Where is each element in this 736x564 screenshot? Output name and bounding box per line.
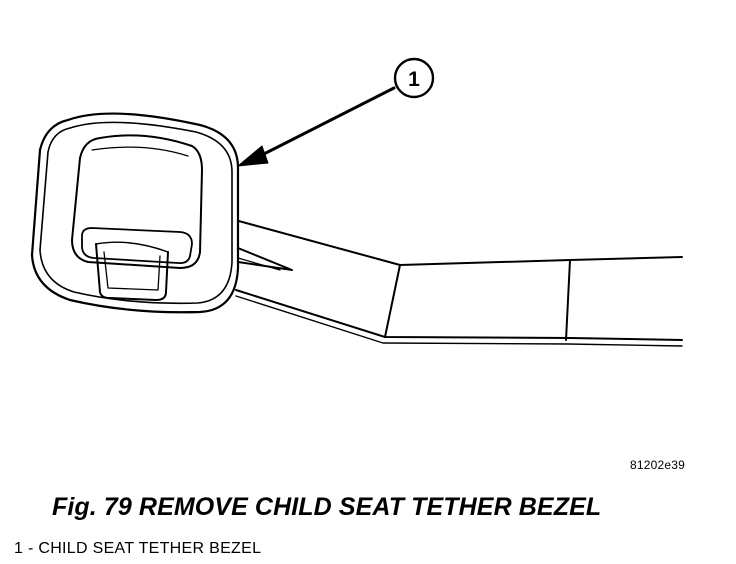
legend-separator: - [27, 540, 34, 557]
callout-number: 1 [408, 68, 420, 91]
legend-label: CHILD SEAT TETHER BEZEL [38, 540, 262, 557]
callout-marker [393, 57, 435, 99]
child-seat-tether-bezel [30, 112, 240, 314]
legend-number: 1 [14, 540, 24, 557]
tether-strap [234, 219, 683, 347]
figure-code: 81202e39 [630, 458, 685, 472]
figure-title: Fig. 79 REMOVE CHILD SEAT TETHER BEZEL [52, 493, 602, 521]
callout-leader-arrow [237, 86, 396, 167]
legend-item: 1 - CHILD SEAT TETHER BEZEL [14, 540, 261, 558]
